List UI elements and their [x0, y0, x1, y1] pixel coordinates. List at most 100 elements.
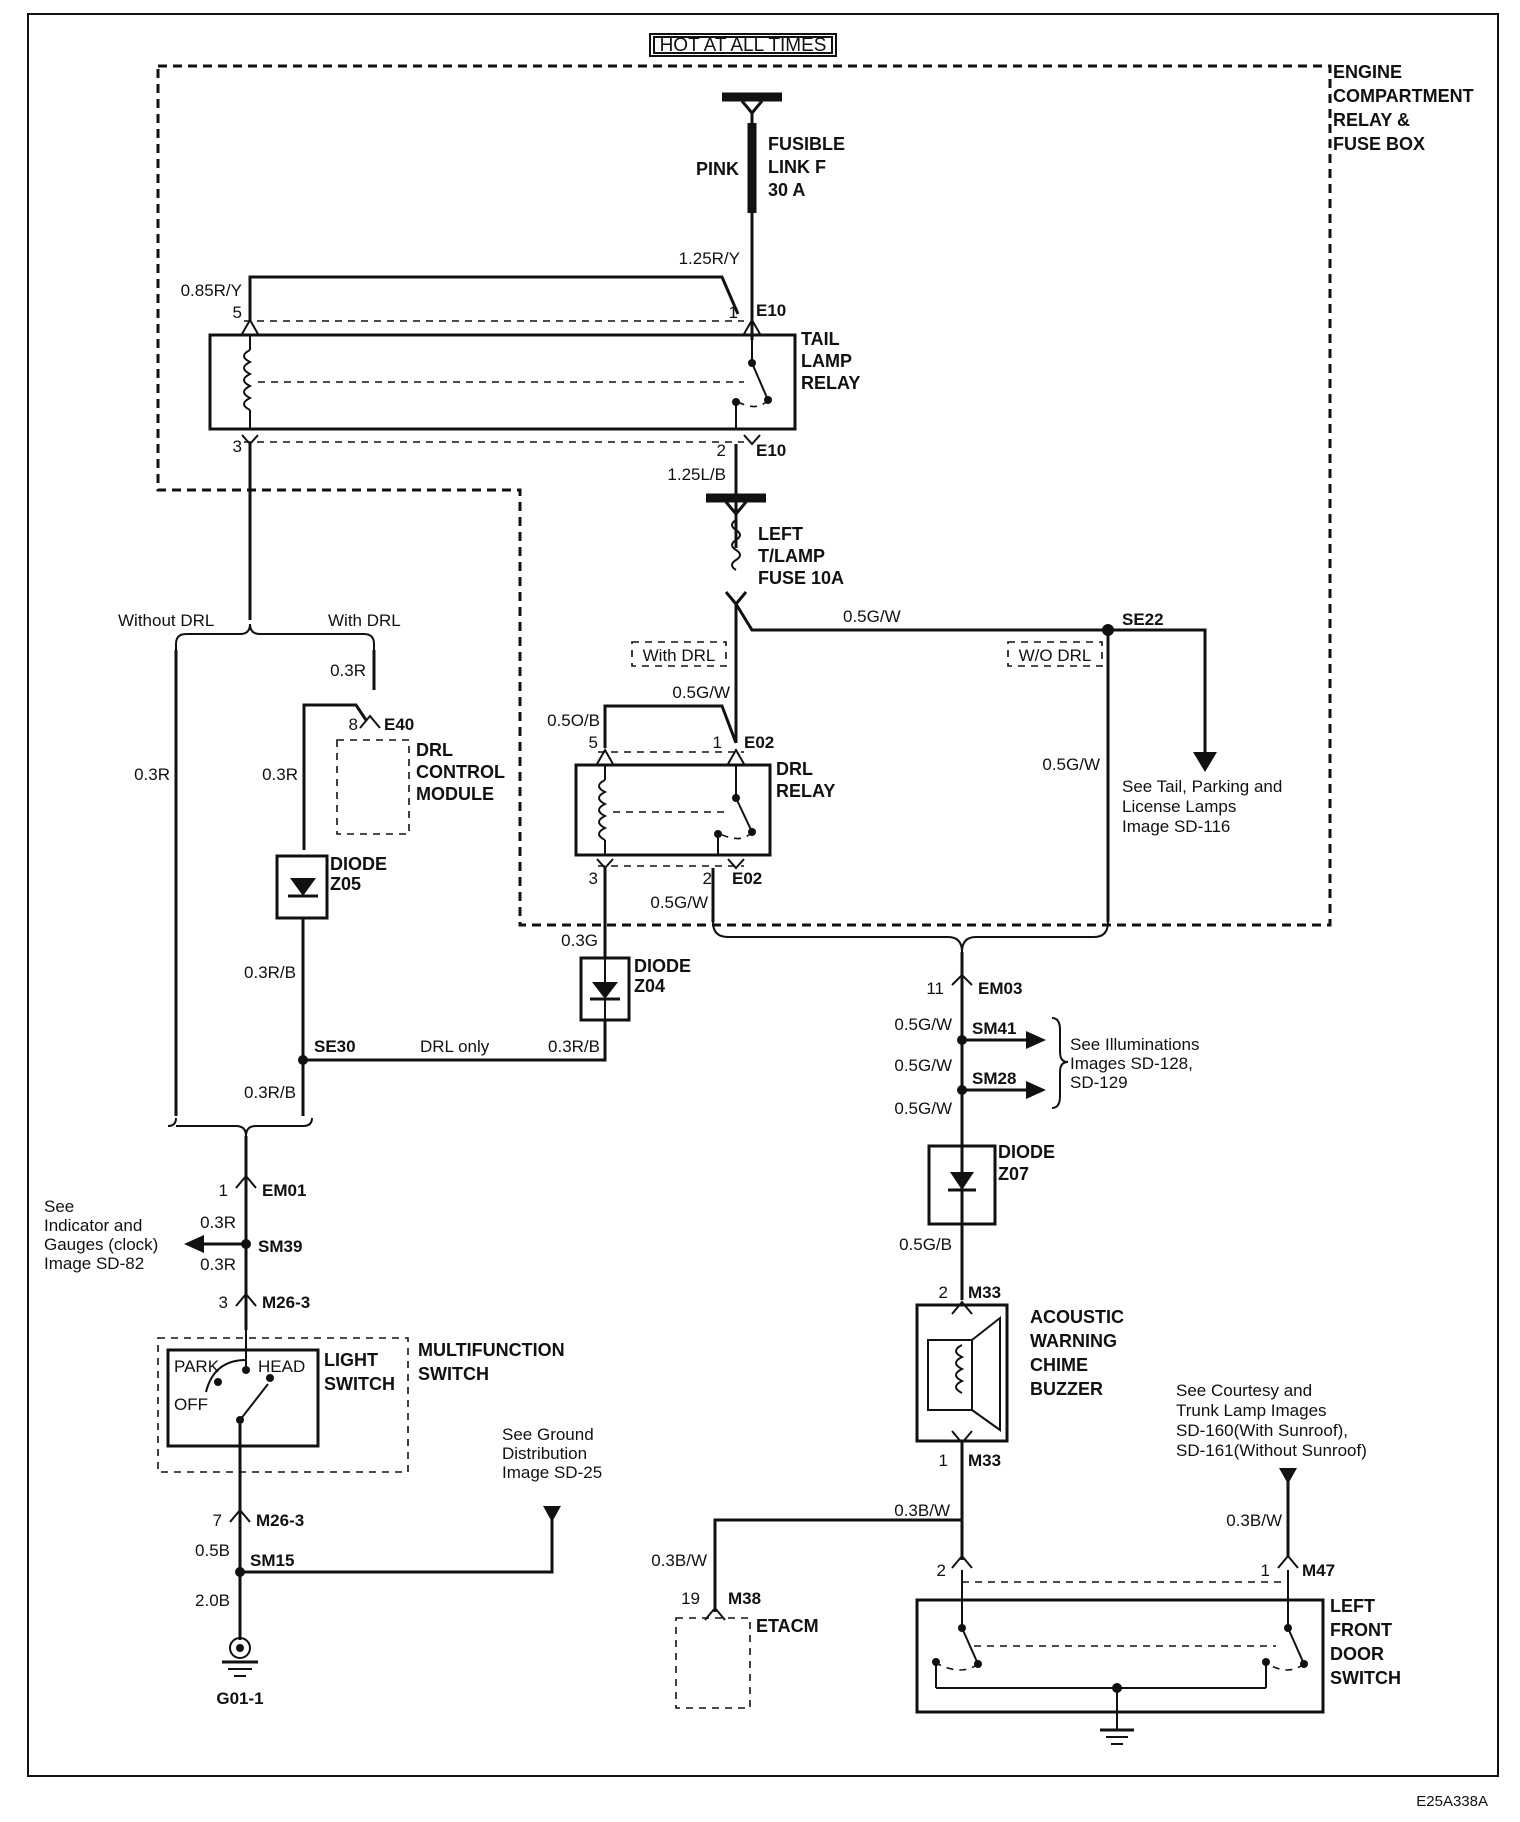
svg-text:Z07: Z07 — [998, 1164, 1029, 1184]
svg-text:E10: E10 — [756, 441, 786, 460]
svg-text:ACOUSTIC: ACOUSTIC — [1030, 1307, 1124, 1327]
svg-text:Distribution: Distribution — [502, 1444, 587, 1463]
arrow-indicator — [184, 1235, 204, 1253]
wire-label-05gw-a: 0.5G/W — [894, 1015, 952, 1034]
svg-text:2: 2 — [939, 1283, 948, 1302]
wire-drl-only — [303, 1020, 607, 1062]
svg-text:SWITCH: SWITCH — [324, 1374, 395, 1394]
svg-text:MULTIFUNCTION: MULTIFUNCTION — [418, 1340, 565, 1360]
diagram-code: E25A338A — [1416, 1793, 1488, 1810]
svg-text:19: 19 — [681, 1589, 700, 1608]
wire-label-03bw-courtesy: 0.3B/W — [1226, 1511, 1282, 1530]
sm39-label: SM39 — [258, 1237, 302, 1256]
wire-label-03rb-b: 0.3R/B — [244, 1083, 296, 1102]
diagram-frame — [27, 13, 1499, 1777]
wire-to-tail-parking — [1108, 628, 1207, 756]
tail-lamp-relay: 0.85R/Y TAIL LAMP RELAY 5 1 3 2 E10 E10 — [181, 275, 860, 460]
svg-text:1: 1 — [939, 1451, 948, 1470]
variant-brace-bottom — [167, 1117, 313, 1137]
ref-indicator-gauges: See Indicator and Gauges (clock) Image S… — [44, 1197, 158, 1273]
drl-control-module: 8 E40 DRL CONTROL MODULE — [336, 714, 505, 835]
arrow-ground-distribution — [543, 1506, 561, 1522]
multifunction-switch: PARK HEAD OFF LIGHT SWITCH MULTIFUNCTION… — [157, 1330, 565, 1473]
wire-05gw-se22 — [734, 603, 1108, 632]
wire-label-03rb-drl: 0.3R/B — [548, 1037, 600, 1056]
left-tlamp-fuse: LEFT T/LAMP FUSE 10A — [706, 493, 844, 607]
with-drl-label: With DRL — [328, 611, 401, 630]
svg-text:With DRL: With DRL — [643, 646, 716, 665]
svg-text:RELAY: RELAY — [776, 781, 835, 801]
svg-text:3: 3 — [589, 869, 598, 888]
diode-z05: DIODE Z05 — [275, 854, 387, 920]
svg-text:See: See — [44, 1197, 74, 1216]
wire-label-05b: 0.5B — [195, 1541, 230, 1560]
hot-at-all-times-label: HOT AT ALL TIMES — [660, 35, 827, 56]
wire-etacm — [713, 1518, 962, 1612]
svg-text:FUSIBLE: FUSIBLE — [768, 134, 845, 154]
svg-text:0.85R/Y: 0.85R/Y — [181, 281, 242, 300]
m26-pin3: 3 — [219, 1293, 228, 1312]
svg-text:LEFT: LEFT — [1330, 1596, 1375, 1616]
without-drl-label: Without DRL — [118, 611, 214, 630]
drl-only-label: DRL only — [420, 1037, 490, 1056]
svg-text:Image SD-25: Image SD-25 — [502, 1463, 602, 1482]
ground-g01-1: G01-1 — [216, 1637, 264, 1708]
wire-label-05gw-wo: 0.5G/W — [1042, 755, 1100, 774]
wire-label-03g: 0.3G — [561, 931, 598, 950]
svg-text:Image SD-116: Image SD-116 — [1122, 817, 1230, 836]
splice-se22-label: SE22 — [1122, 610, 1164, 629]
svg-text:DIODE: DIODE — [998, 1142, 1055, 1162]
connector-em03 — [951, 973, 973, 986]
svg-text:RELAY &: RELAY & — [1333, 110, 1410, 130]
svg-text:M47: M47 — [1302, 1561, 1335, 1580]
connector-m26-3-top — [235, 1292, 257, 1307]
wire-label-03r-without: 0.3R — [134, 765, 170, 784]
svg-text:HEAD: HEAD — [258, 1357, 305, 1376]
illum-brace — [1051, 1017, 1069, 1109]
arrow-courtesy — [1279, 1468, 1297, 1484]
svg-text:W/O DRL: W/O DRL — [1019, 646, 1092, 665]
left-front-door-switch: 2 1 M47 LEFT FRONT DOOR SWITCH — [915, 1554, 1401, 1745]
svg-text:LINK F: LINK F — [768, 157, 826, 177]
wire-ground-distribution — [240, 1508, 554, 1574]
svg-text:See Illuminations: See Illuminations — [1070, 1035, 1199, 1054]
svg-text:DIODE: DIODE — [634, 956, 691, 976]
svg-text:M33: M33 — [968, 1451, 1001, 1470]
svg-text:SD-160(With Sunroof),: SD-160(With Sunroof), — [1176, 1421, 1348, 1440]
svg-text:Indicator and: Indicator and — [44, 1216, 142, 1235]
m26-3-label-bottom: M26-3 — [256, 1511, 304, 1530]
wo-drl-tag: W/O DRL — [1007, 641, 1103, 667]
wire-label-03r-module: 0.3R — [262, 765, 298, 784]
svg-text:E10: E10 — [756, 301, 786, 320]
drl-relay: 0.5O/B DRL RELAY 5 1 3 2 E02 E02 — [547, 704, 835, 888]
svg-text:8: 8 — [349, 715, 358, 734]
svg-text:FRONT: FRONT — [1330, 1620, 1392, 1640]
svg-text:CONTROL: CONTROL — [416, 762, 505, 782]
fusible-link-f: FUSIBLE LINK F 30 A PINK — [696, 92, 845, 340]
svg-text:DRL: DRL — [776, 759, 813, 779]
svg-text:PARK: PARK — [174, 1357, 220, 1376]
ref-tail-parking: See Tail, Parking and License Lamps Imag… — [1122, 777, 1282, 836]
svg-text:Image SD-82: Image SD-82 — [44, 1254, 144, 1273]
arrow-tail-parking — [1193, 752, 1217, 772]
svg-text:License Lamps: License Lamps — [1122, 797, 1236, 816]
svg-text:ETACM: ETACM — [756, 1616, 819, 1636]
diode-z04: DIODE Z04 — [579, 956, 691, 1022]
svg-text:DRL: DRL — [416, 740, 453, 760]
wire-drl-module-out — [302, 703, 368, 850]
svg-text:See Tail, Parking and: See Tail, Parking and — [1122, 777, 1282, 796]
ref-courtesy-trunk: See Courtesy and Trunk Lamp Images SD-16… — [1176, 1381, 1367, 1460]
svg-text:SWITCH: SWITCH — [1330, 1668, 1401, 1688]
svg-text:Trunk Lamp Images: Trunk Lamp Images — [1176, 1401, 1327, 1420]
wire-label-05gb: 0.5G/B — [899, 1235, 952, 1254]
acoustic-warning-chime-buzzer: 2 M33 1 M33 ACOUSTIC WARNING CHIME BUZZE… — [915, 1283, 1124, 1470]
m26-pin7: 7 — [213, 1511, 222, 1530]
svg-text:30 A: 30 A — [768, 180, 805, 200]
wire-label-125ry: 1.25R/Y — [679, 249, 740, 268]
em03-pin: 11 — [926, 979, 944, 998]
svg-text:LAMP: LAMP — [801, 351, 852, 371]
svg-text:E02: E02 — [732, 869, 762, 888]
svg-text:M38: M38 — [728, 1589, 761, 1608]
wire-label-03bw-a: 0.3B/W — [894, 1501, 950, 1520]
